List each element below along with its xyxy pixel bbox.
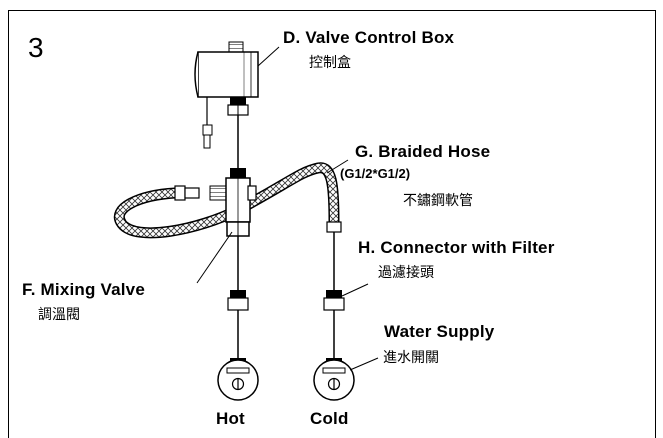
mixing-valve-label-zh: 調溫閥 — [38, 307, 80, 323]
leader-line — [257, 46, 280, 67]
leader-line — [196, 231, 233, 284]
leader-line — [326, 159, 349, 174]
hot-label: Hot — [216, 409, 245, 428]
connector-filter-label: H. Connector with Filter — [358, 238, 555, 257]
cold-supply-line — [323, 232, 345, 358]
cold-label: Cold — [310, 409, 349, 428]
braided-hose-label-zh: 不鏽鋼軟管 — [403, 193, 473, 209]
hot-supply-line — [227, 236, 249, 358]
cold-supply-valve — [313, 358, 355, 401]
hot-supply-valve — [217, 358, 259, 401]
diagram-frame — [8, 10, 656, 438]
mixing-valve-label: F. Mixing Valve — [22, 280, 145, 299]
water-supply-label: Water Supply — [384, 322, 495, 341]
valve-control-box — [194, 41, 259, 149]
step-number: 3 — [28, 32, 44, 63]
braided-hose-label: G. Braided Hose — [355, 142, 491, 161]
valve-control-box-label: D. Valve Control Box — [283, 28, 455, 47]
mixing-valve — [209, 168, 257, 237]
valve-control-box-label-zh: 控制盒 — [309, 55, 351, 71]
connector-filter-label-zh: 過濾接頭 — [378, 265, 434, 281]
water-supply-label-zh: 進水開關 — [383, 350, 439, 366]
leader-line — [341, 283, 369, 297]
braided-hose-spec: (G1/2*G1/2) — [340, 166, 411, 181]
leader-line — [349, 357, 379, 371]
